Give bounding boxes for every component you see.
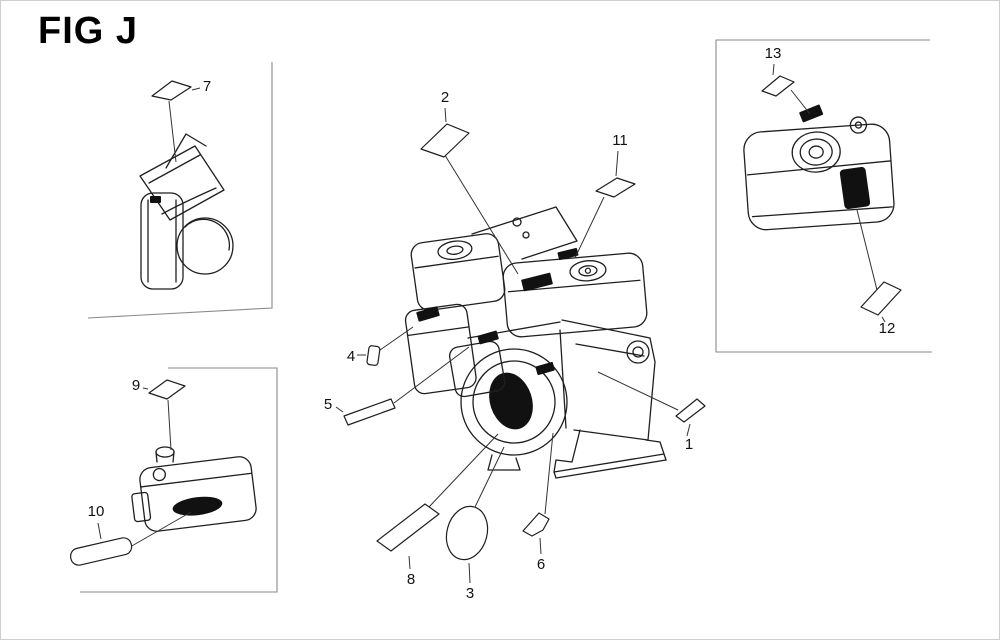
side-decal-position [172,496,223,516]
tank-side-decal-position-right [839,166,871,210]
callout-number-6: 6 [537,556,545,573]
muffler-decal-position [150,196,161,203]
figure-title: FIG J [38,10,139,52]
callout-number-4: 4 [347,348,355,365]
leader-line-8 [408,433,499,570]
callout-number-10: 10 [88,503,105,520]
housing-decal-position-b [535,361,555,376]
engine-decal-position [416,306,440,322]
tank-edge-decal-position [557,247,579,261]
leader-line-6 [539,432,554,555]
part-label-5 [343,398,396,426]
leader-line-3 [468,446,505,584]
fuel-tank-inset-illustration [743,104,895,231]
tank-top-decal-position-right [799,104,824,123]
tank-top-decal-position [521,272,553,292]
part-label-10 [69,537,133,566]
inset-border-right [715,39,932,353]
leader-line-7 [168,87,201,163]
callout-number-8: 8 [407,571,415,588]
recoil-opening [489,372,533,430]
inset-border-top-left [87,62,273,319]
part-label-1 [675,398,706,423]
leader-line-10 [97,511,192,548]
small-engine-inset-illustration [131,446,257,532]
part-label-6 [522,512,550,537]
callout-number-13: 13 [765,45,782,62]
leader-line-9 [142,387,172,451]
part-label-3 [445,505,489,561]
callout-number-2: 2 [441,89,449,106]
part-label-8 [376,503,440,552]
leader-line-1 [597,371,691,437]
part-label-4 [366,345,381,366]
leader-line-4 [357,326,414,356]
callout-number-9: 9 [132,377,140,394]
muffler-inset-illustration [139,133,234,290]
main-engine-illustration [404,206,667,479]
part-label-9 [148,379,186,400]
callout-number-11: 11 [612,132,628,149]
callout-number-12: 12 [879,320,896,337]
part-label-13 [761,75,795,97]
part-label-7 [151,80,192,101]
part-label-12 [860,281,902,316]
leader-line-13 [772,63,811,115]
leader-line-12 [856,209,886,323]
inset-border-bottom-left [80,367,278,593]
callouts: 1 2 3 4 5 6 7 [69,45,902,602]
part-label-2 [420,123,470,158]
callout-number-1: 1 [685,436,693,453]
housing-decal-position-a [477,330,499,345]
callout-number-5: 5 [324,396,332,413]
leader-line-5 [335,346,470,413]
part-label-11 [595,177,636,198]
callout-number-3: 3 [466,585,474,602]
leader-line-2 [442,107,519,275]
callout-number-7: 7 [203,78,211,95]
leader-line-11 [574,150,619,259]
